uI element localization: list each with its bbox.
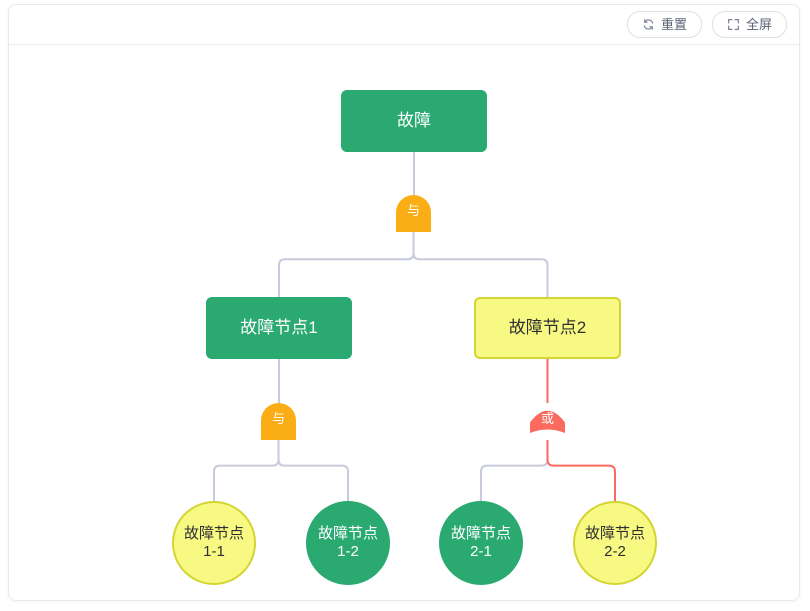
edge-g0-to-n1: [278, 232, 415, 297]
tree-node-label: 故障节点2-2: [584, 525, 645, 560]
tree-node-n1-1[interactable]: 故障节点1-1: [172, 501, 256, 585]
reset-button-label: 重置: [660, 17, 687, 32]
gate-shape: [396, 195, 431, 232]
tree-node-label: 故障节点2-1: [450, 525, 511, 560]
logic-gate-and-g0[interactable]: 与: [396, 195, 431, 232]
gate-glyph-icon: [261, 403, 296, 440]
tree-node-label: 故障节点1-1: [183, 525, 244, 560]
logic-gate-or-g2[interactable]: 或: [530, 403, 565, 440]
tree-node-root[interactable]: 故障: [341, 90, 487, 152]
tree-node-n2[interactable]: 故障节点2: [474, 297, 621, 359]
tree-node-label: 故障节点2: [508, 317, 587, 337]
reset-button[interactable]: 重置: [626, 11, 702, 38]
tree-node-n2-1[interactable]: 故障节点2-1: [439, 501, 523, 585]
tree-node-label: 故障: [397, 110, 431, 130]
toolbar: 重置 全屏: [9, 5, 799, 45]
refresh-icon: [642, 18, 655, 31]
tree-node-n1-2[interactable]: 故障节点1-2: [306, 501, 390, 585]
gate-glyph-icon: [530, 410, 565, 433]
edge-g1-to-n1-1: [213, 440, 280, 501]
logic-gate-and-g1[interactable]: 与: [261, 403, 296, 440]
fullscreen-icon: [727, 18, 740, 31]
gate-shape: [261, 403, 296, 440]
fault-tree-canvas[interactable]: 故障故障节点1 故障节点2 故障节点1-1 故障节点1-2 故障节点2-1 故障节点2-2…: [9, 46, 799, 601]
gate-shape: [530, 410, 565, 433]
fullscreen-button-label: 全屏: [745, 17, 772, 32]
edge-g1-to-n1-2: [277, 440, 349, 501]
gate-glyph-icon: [396, 195, 431, 232]
edge-g0-to-n2: [412, 232, 549, 297]
tree-node-n1[interactable]: 故障节点1: [206, 297, 352, 359]
edge-g2-to-n2-2: [546, 440, 616, 501]
fullscreen-button[interactable]: 全屏: [711, 11, 787, 38]
edge-g2-to-n2-1: [480, 440, 549, 501]
tree-node-label: 故障节点1: [240, 317, 318, 337]
tree-node-n2-2[interactable]: 故障节点2-2: [573, 501, 657, 585]
tree-node-label: 故障节点1-2: [317, 525, 378, 560]
